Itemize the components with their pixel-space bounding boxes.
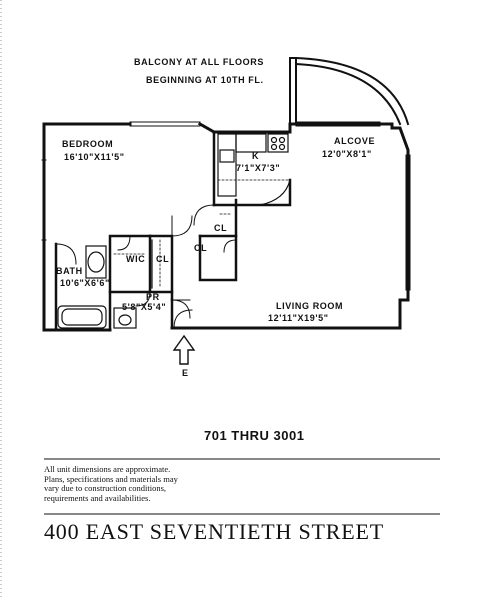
bedroom-dims: 16'10"X11'5" bbox=[64, 152, 125, 162]
closet-rods bbox=[113, 179, 289, 289]
outer-walls bbox=[42, 121, 410, 332]
living-room-dims: 12'11"X19'5" bbox=[268, 313, 329, 323]
balcony bbox=[289, 56, 410, 126]
kitchen-name: K bbox=[252, 151, 260, 161]
note-line: vary due to construction conditions, bbox=[44, 483, 167, 493]
note-line: Plans, specifications and materials may bbox=[44, 473, 178, 484]
bath-name: BATH bbox=[56, 266, 83, 276]
note-line: All unit dimensions are approximate. bbox=[44, 464, 171, 474]
closet-label-3: CL bbox=[214, 223, 228, 233]
alcove-name: ALCOVE bbox=[334, 136, 376, 146]
alcove-dims: 12'0"X8'1" bbox=[322, 149, 372, 159]
kitchen-dims: 7'1"X7'3" bbox=[236, 163, 281, 173]
wic-name: WIC bbox=[126, 254, 146, 264]
building-address: 400 EAST SEVENTIETH STREET bbox=[44, 519, 384, 544]
bath-fixtures bbox=[57, 239, 153, 329]
door-swings bbox=[55, 204, 237, 329]
entry-label: E bbox=[182, 368, 189, 378]
note-line: requirements and availabilities. bbox=[44, 492, 151, 503]
closet-label-1: CL bbox=[156, 254, 170, 264]
disclaimer-notes: All unit dimensions are approximate. Pla… bbox=[44, 464, 284, 503]
powder-dims: 5'8"X5'4" bbox=[122, 302, 167, 312]
kitchen-counters bbox=[217, 133, 291, 206]
windows bbox=[41, 121, 411, 291]
closet-label-2: CL bbox=[194, 243, 208, 253]
entry-arrow-icon bbox=[172, 334, 196, 365]
living-room-name: LIVING ROOM bbox=[276, 301, 344, 311]
balcony-note-line1: BALCONY AT ALL FLOORS bbox=[134, 57, 264, 67]
balcony-note-line2: BEGINNING AT 10TH FL. bbox=[146, 75, 264, 85]
unit-range: 701 THRU 3001 bbox=[204, 428, 305, 443]
powder-name: PR bbox=[146, 292, 160, 302]
bath-dims: 10'6"X6'6" bbox=[60, 278, 110, 288]
bedroom-name: BEDROOM bbox=[62, 139, 114, 149]
